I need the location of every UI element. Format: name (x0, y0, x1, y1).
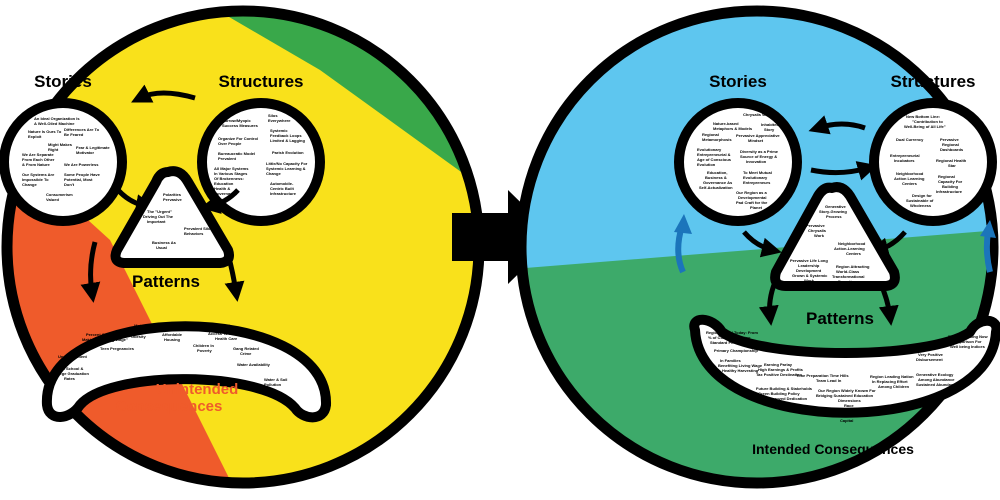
mouth-item: Regional Goal Today: From% of Colleges L… (706, 330, 758, 345)
frown-mouth: Major Gaps Between "What Is" & "What Cou… (41, 321, 332, 423)
cycle-arrow (742, 230, 782, 258)
structures-item: Dual Currency (896, 137, 924, 142)
structures-item: Parish Evolution (272, 150, 304, 155)
intended-consequences-label: Intended Consequences (752, 441, 914, 457)
structures-title: Structures (890, 72, 975, 91)
mouth-item: Water Availability (237, 362, 271, 367)
smile-mouth: Regional Goal Today: From% of Colleges L… (689, 314, 1000, 423)
stories-item: Chrysalis Work (743, 112, 773, 117)
upward-arrow-icon (674, 214, 692, 234)
stories-item: We Are Powerless (64, 162, 99, 167)
cycle-arrow (810, 161, 878, 181)
cycle-arrow (131, 84, 196, 103)
mouth-item: Primary Championship (714, 348, 758, 353)
intended-face-outline (515, 5, 999, 489)
unintended-label: Unintended (156, 381, 239, 398)
mouth-item: Teen Pregnancies (100, 346, 135, 351)
structures-title: Structures (218, 72, 303, 91)
stories-title: Stories (34, 72, 92, 91)
patterns-title: Patterns (132, 272, 200, 291)
patterns-title: Patterns (806, 309, 874, 328)
mouth-item: Unemployment (58, 354, 88, 359)
cycle-arrow (80, 241, 101, 303)
cycle-arrow (808, 115, 866, 135)
consequences-label: Consequences (116, 398, 223, 415)
mouth-item: Obesity (131, 334, 146, 339)
stories-title: Stories (709, 72, 767, 91)
upward-arrow-icon (983, 231, 993, 273)
upward-arrow-icon (980, 220, 996, 238)
cycle-arrow (200, 188, 240, 214)
mouth-item: Major Gaps Between "What Is" & "What Cou… (134, 323, 230, 328)
